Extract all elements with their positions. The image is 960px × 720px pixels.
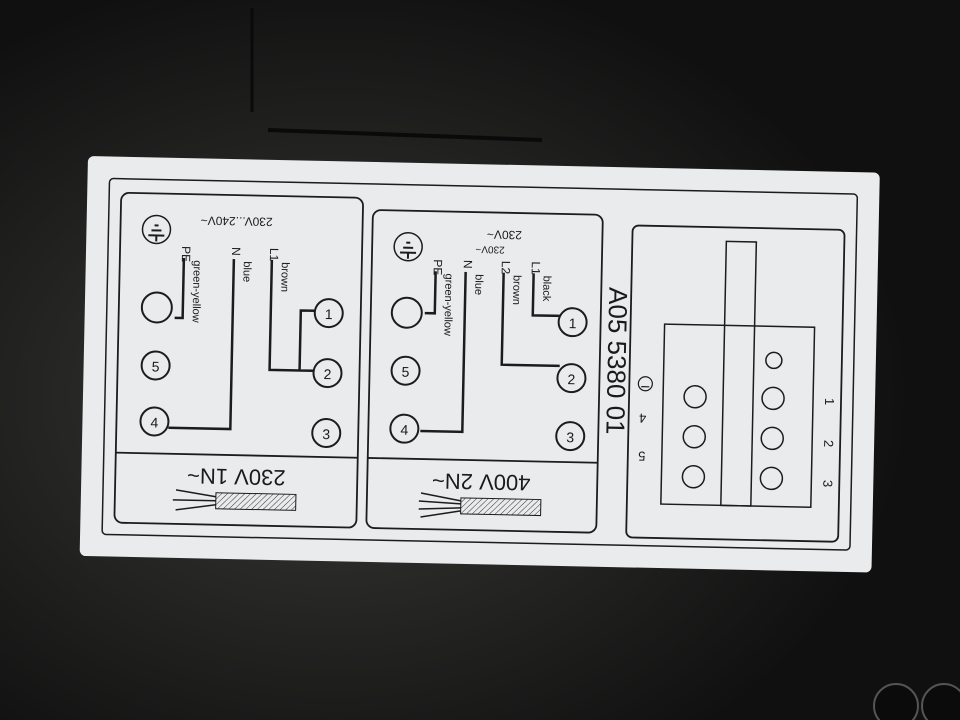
panel-400v-divider (367, 457, 598, 464)
terminal-2: 2 (556, 363, 587, 394)
conductor-id-n: N (461, 260, 475, 269)
conductor-color-blue: blue (240, 261, 252, 282)
panel-230v-divider (115, 451, 358, 459)
terminal-2: 2 (312, 358, 343, 389)
wire-l1 (531, 273, 561, 318)
svg-text:2: 2 (567, 371, 575, 387)
label-frame (101, 177, 859, 551)
panel-400v-supply: 400V 2N~ (432, 468, 531, 495)
svg-text:4: 4 (400, 422, 408, 438)
terminal-block-frame (625, 224, 846, 543)
conductor-id-l1: L1 (267, 248, 281, 262)
terminal-pe (140, 291, 173, 324)
wire-pe (424, 271, 437, 315)
conductor-id-pe: PE (431, 259, 445, 275)
earth-ground-icon (393, 231, 423, 262)
cable-icon (172, 489, 297, 511)
svg-text:5: 5 (152, 358, 160, 374)
conductor-id-l2: L2 (499, 261, 513, 275)
terminal-1: 1 (557, 307, 588, 338)
panel-230v-voltage: 230V...240V~ (201, 213, 273, 229)
terminal-3: 3 (555, 421, 586, 452)
terminal-3: 3 (311, 418, 342, 449)
wire-n (168, 259, 236, 431)
block-label-1: 1 (822, 398, 837, 406)
label-background (79, 156, 880, 573)
conductor-color-brown: brown (278, 262, 291, 292)
terminal-4: 4 (139, 406, 170, 437)
shaft (720, 240, 758, 507)
wire-l2 (500, 272, 560, 368)
panel-230v-frame (113, 191, 364, 529)
screw-row-left (681, 385, 707, 489)
cable-icon (418, 492, 542, 518)
terminal-1: 1 (313, 298, 344, 329)
block-label-3: 3 (820, 480, 835, 488)
panel-400v-voltage-outer: 230V~ (487, 227, 522, 242)
wire-l1-bridge (268, 259, 315, 373)
earth-ground-icon (141, 214, 172, 245)
earth-ground-icon (637, 376, 653, 392)
panel-400v-voltage-inner: 230V~ (475, 243, 505, 255)
wire-n (420, 271, 467, 434)
screw-row-right (759, 351, 785, 491)
svg-text:3: 3 (566, 429, 574, 445)
terminal-5: 5 (140, 350, 171, 381)
conductor-id-pe: PE (179, 246, 193, 262)
block-label-4: 4 (639, 411, 647, 426)
panel-230v: 230V 1N~ 230V...240V~ PE N L1 green-yell… (113, 191, 364, 529)
svg-text:1: 1 (325, 306, 333, 322)
terminal-block-drawing: 4 5 1 2 3 (625, 224, 846, 543)
panel-400v-frame (365, 209, 604, 534)
svg-text:4: 4 (150, 414, 158, 430)
conductor-color-black: black (540, 276, 553, 302)
conductor-color-green-yellow: green-yellow (441, 273, 454, 336)
wiring-label: 230V 1N~ 230V...240V~ PE N L1 green-yell… (79, 156, 880, 573)
block-label-5: 5 (638, 449, 646, 464)
terminal-4: 4 (389, 413, 420, 444)
svg-text:1: 1 (569, 315, 577, 331)
svg-text:5: 5 (401, 364, 409, 380)
surface-slot (267, 128, 543, 142)
conductor-color-brown: brown (510, 275, 523, 305)
terminal-pe (390, 296, 423, 329)
panel-230v-supply: 230V 1N~ (187, 463, 286, 490)
block-label-2: 2 (821, 440, 836, 448)
part-number: A05 5380 01 (600, 287, 633, 435)
wire-pe (174, 258, 186, 320)
rubber-foot (873, 683, 960, 720)
panel-400v: 400V 2N~ 230V~ 230V~ PE N L2 L1 (365, 209, 604, 534)
svg-text:2: 2 (323, 366, 331, 382)
svg-text:3: 3 (322, 426, 330, 442)
conductor-color-green-yellow: green-yellow (190, 260, 203, 323)
conductor-id-n: N (229, 247, 243, 256)
terminal-5: 5 (390, 355, 421, 386)
conductor-color-blue: blue (472, 274, 484, 295)
conductor-id-l1: L1 (529, 261, 543, 275)
